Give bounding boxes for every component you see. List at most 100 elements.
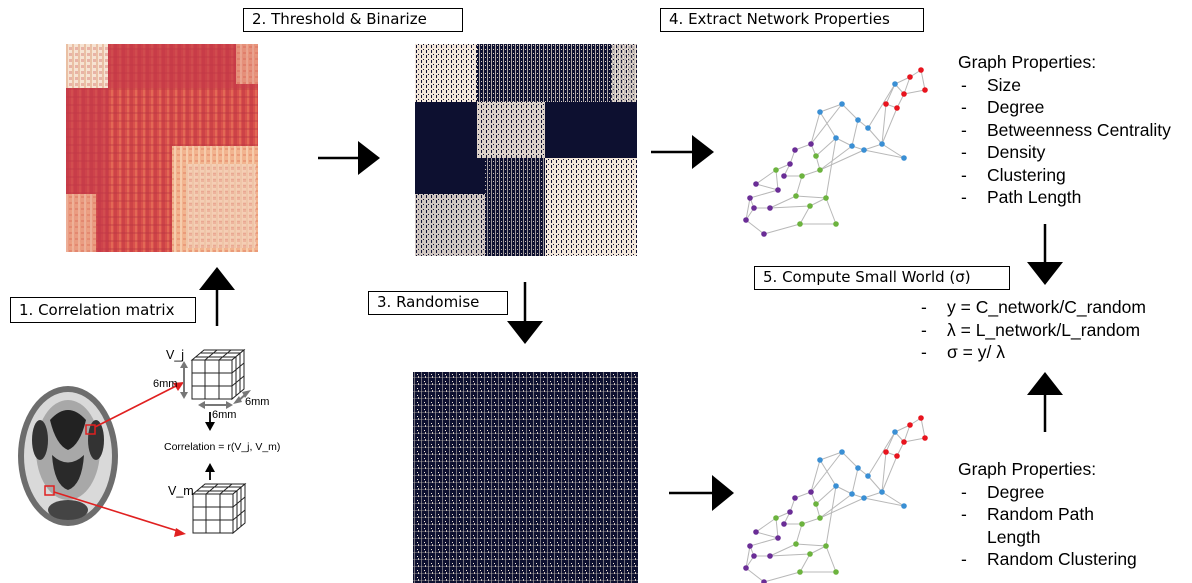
network-node (793, 193, 799, 199)
arrow-down-randomise (507, 282, 543, 344)
arrow-up-vm (205, 463, 215, 480)
network-node (781, 521, 787, 527)
network-edge (819, 149, 865, 171)
network-edge (825, 197, 837, 225)
network-node (775, 535, 781, 541)
network-node (855, 117, 861, 123)
network-node (761, 579, 767, 583)
network-node (839, 101, 845, 107)
network-edge (769, 195, 797, 209)
graph-property-item: Random Path (958, 503, 1137, 526)
network-edge (867, 127, 883, 145)
voxel-cube-vm (191, 482, 247, 535)
network-node (849, 491, 855, 497)
brain-slice-image (18, 386, 118, 526)
network-edge (795, 523, 803, 545)
network-edge (835, 137, 853, 147)
arrow-down-vj (205, 412, 215, 431)
network-node (807, 551, 813, 557)
network-node (823, 543, 829, 549)
randomised-matrix-image (413, 372, 638, 583)
network-edge (775, 169, 779, 191)
network-edge (801, 517, 821, 525)
label-dim-left: 6mm (153, 378, 178, 390)
network-node (751, 553, 757, 559)
arrow-right-step4 (651, 135, 714, 169)
label-correlation: Correlation = r(V_j, V_m) (164, 441, 281, 453)
network-edge (794, 491, 812, 499)
pointer-arrow-vm (53, 491, 186, 537)
network-edge (903, 437, 926, 443)
network-node (839, 449, 845, 455)
network-edge (881, 143, 905, 159)
network-node (817, 515, 823, 521)
network-edge (769, 553, 811, 557)
network-edge (769, 205, 811, 209)
correlation-matrix (66, 44, 258, 252)
network-edge (881, 107, 898, 145)
network-node (861, 147, 867, 153)
network-node (833, 221, 839, 227)
graph-property-item: Path Length (958, 186, 1171, 209)
graph-property-item: Degree (958, 96, 1171, 119)
network-node (901, 91, 907, 97)
graph-property-item-continuation: Length (987, 526, 1041, 547)
network-edge (867, 83, 896, 129)
network-edge (815, 137, 837, 157)
formula-item: λ = L_network/L_random (918, 319, 1146, 342)
network-edge (920, 69, 926, 91)
network-node (813, 501, 819, 507)
network-edge (745, 219, 765, 235)
network-node (861, 495, 867, 501)
network-node (833, 483, 839, 489)
network-edge (819, 497, 865, 519)
network-node (823, 195, 829, 201)
network-edge (795, 195, 827, 199)
graph-property-item: Degree (958, 481, 1137, 504)
network-node (901, 503, 907, 509)
network-edge (815, 485, 837, 505)
graph-properties-top-title: Graph Properties: (958, 52, 1097, 72)
randomised-matrix (413, 372, 638, 583)
graph-property-item: Betweenness Centrality (958, 119, 1171, 142)
network-node (792, 495, 798, 501)
graph-properties-top: Graph Properties: Size Degree Betweennes… (958, 51, 1171, 209)
dimension-arrows (180, 361, 251, 409)
network-node (747, 543, 753, 549)
network-edge (794, 143, 812, 151)
network-edge (749, 189, 779, 199)
network-edge (799, 553, 811, 573)
network-edge (863, 143, 883, 151)
network-node (894, 105, 900, 111)
network-edge (819, 145, 853, 171)
network-node (892, 429, 898, 435)
network-node (799, 173, 805, 179)
network-edge (749, 537, 779, 547)
label-dim-right: 6mm (245, 396, 270, 408)
step2-label: 2. Threshold & Binarize (243, 8, 463, 32)
graph-property-item: Clustering (958, 164, 1171, 187)
network-node (793, 541, 799, 547)
network-node (922, 87, 928, 93)
network-edge (863, 491, 883, 499)
network-node (775, 187, 781, 193)
network-node (883, 449, 889, 455)
network-node (892, 81, 898, 87)
network-node (901, 155, 907, 161)
network-node (907, 74, 913, 80)
network-node (781, 173, 787, 179)
label-dim-bottom: 6mm (212, 409, 237, 421)
arrow-up-step5 (1027, 372, 1063, 432)
network-edge (867, 475, 883, 493)
graph-property-item: Random Clustering (958, 548, 1137, 571)
network-node (817, 109, 823, 115)
network-edge (799, 205, 811, 225)
network-node (879, 141, 885, 147)
network-edge (825, 485, 837, 547)
network-node (797, 221, 803, 227)
network-node (849, 143, 855, 149)
network-node (747, 195, 753, 201)
network-edge (835, 485, 853, 495)
network-edge (755, 517, 777, 533)
